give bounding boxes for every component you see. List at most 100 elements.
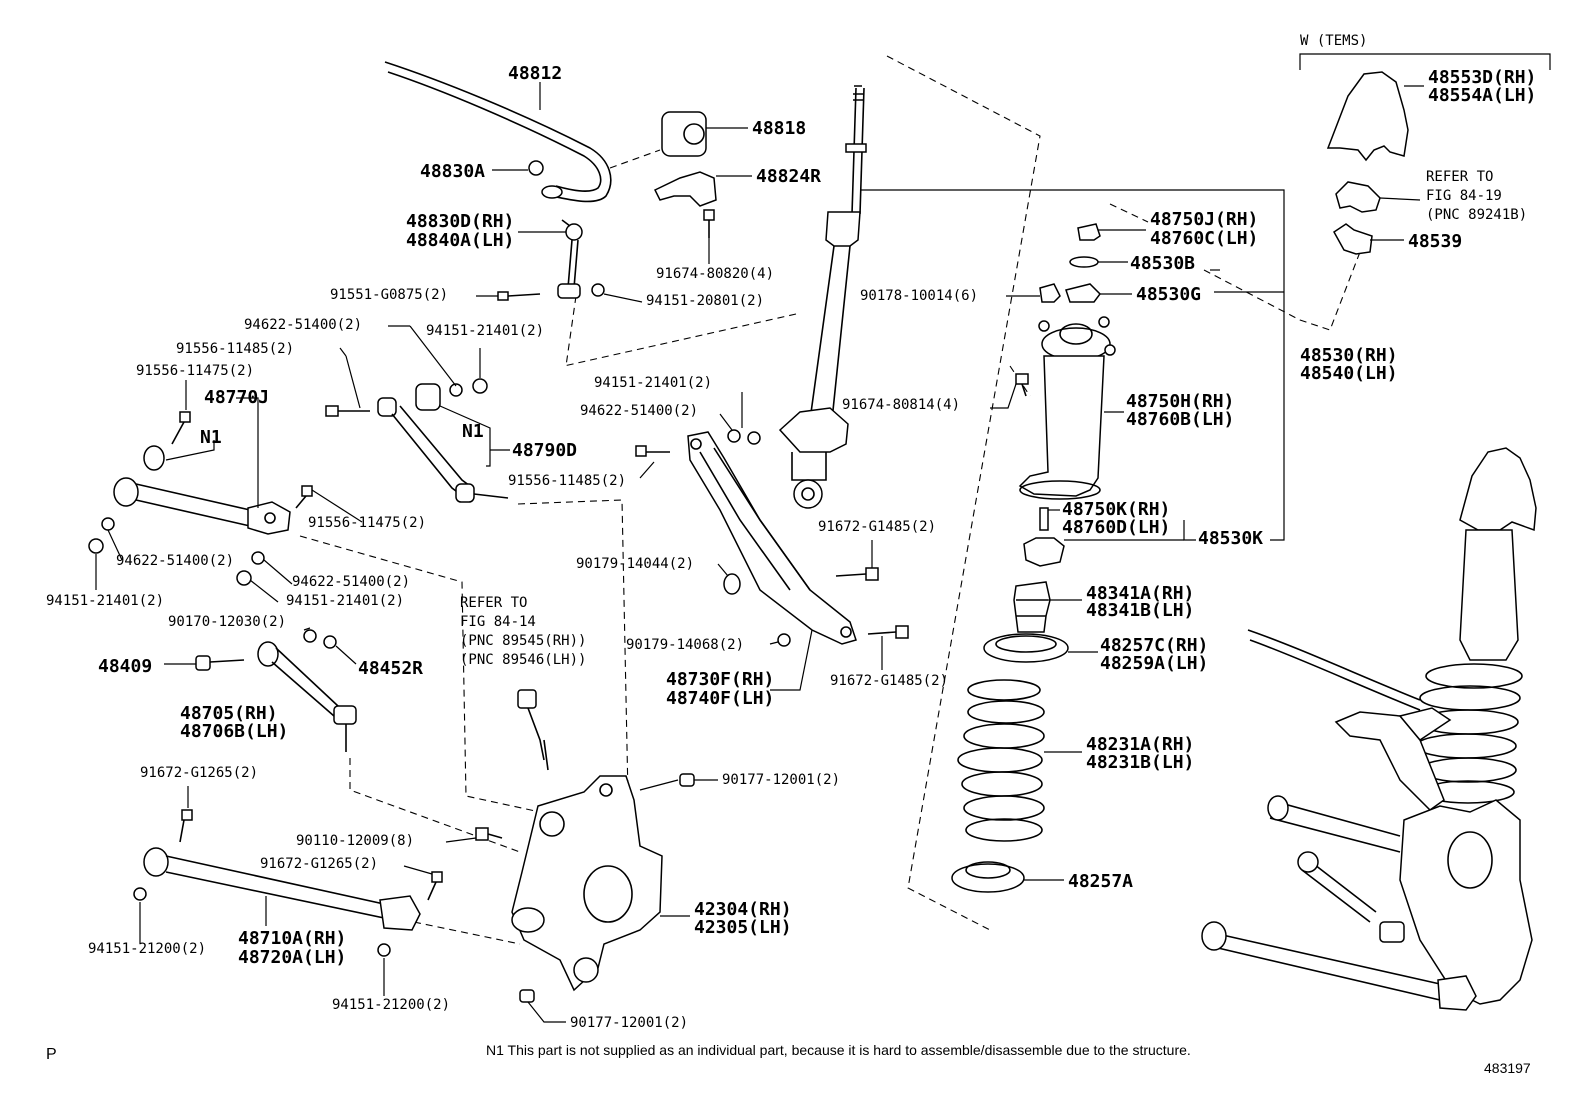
part-94622-51400[interactable]: 94622-51400(2) [580, 403, 699, 419]
refer-fig-84-14-line2[interactable]: FIG 84-14 [460, 614, 536, 630]
part-48530[interactable]: 48530(RH) [1300, 345, 1398, 366]
note-n1-marker: N1 [200, 427, 222, 448]
bolt-shape [703, 209, 715, 264]
part-94622-51400[interactable]: 94622-51400(2) [116, 553, 235, 569]
part-90110-12009[interactable]: 90110-12009(8) [296, 833, 415, 849]
part-42305[interactable]: 42305(LH) [694, 917, 792, 938]
part-48257C[interactable]: 48257C(RH) [1100, 635, 1209, 656]
part-91672-G1485[interactable]: 91672-G1485(2) [818, 519, 937, 535]
part-94151-21200[interactable]: 94151-21200(2) [332, 997, 451, 1013]
part-90177-12001[interactable]: 90177-12001(2) [570, 1015, 689, 1031]
part-48706B[interactable]: 48706B(LH) [180, 721, 289, 742]
refer-fig-84-14-pnc-lh: (PNC 89546(LH)) [460, 652, 587, 668]
part-48409[interactable]: 48409 [98, 656, 153, 677]
speed-sensor-shape [517, 689, 549, 771]
bolt-shape [476, 291, 541, 301]
refer-fig-84-14-line1: REFER TO [460, 595, 528, 611]
part-90179-14044[interactable]: 90179-14044(2) [576, 556, 695, 572]
part-48730F[interactable]: 48730F(RH) [666, 669, 775, 690]
variant-label: W (TEMS) [1300, 33, 1368, 49]
part-42304[interactable]: 42304(RH) [694, 899, 792, 920]
part-48840A[interactable]: 48840A(LH) [406, 230, 515, 251]
coil-spring [957, 679, 1045, 842]
shock-absorber-shape [778, 85, 1285, 541]
tems-cover-shape [1299, 53, 1551, 255]
part-94622-51400[interactable]: 94622-51400(2) [292, 574, 411, 590]
drawing-number: 483197 [1484, 1060, 1531, 1076]
lower-arm-48710A-shape [133, 786, 443, 996]
bracket-shape [653, 171, 752, 207]
lower-arm-48730F-shape [635, 392, 909, 691]
refer-fig-84-19-line1: REFER TO [1426, 169, 1494, 185]
part-48750J[interactable]: 48750J(RH) [1150, 209, 1259, 230]
part-48231B[interactable]: 48231B(LH) [1086, 752, 1195, 773]
part-48720A[interactable]: 48720A(LH) [238, 947, 347, 968]
part-90170-12030[interactable]: 90170-12030(2) [168, 614, 287, 630]
part-94151-21401[interactable]: 94151-21401(2) [46, 593, 165, 609]
part-94151-21401[interactable]: 94151-21401(2) [594, 375, 713, 391]
part-91672-G1485[interactable]: 91672-G1485(2) [830, 673, 949, 689]
part-48824R[interactable]: 48824R [756, 166, 822, 187]
part-48818[interactable]: 48818 [752, 118, 807, 139]
part-48705[interactable]: 48705(RH) [180, 703, 278, 724]
part-48231A[interactable]: 48231A(RH) [1086, 734, 1195, 755]
lower-arm-48705-shape [164, 627, 357, 752]
part-48530B[interactable]: 48530B [1130, 253, 1196, 274]
part-48770J[interactable]: 48770J [204, 387, 270, 408]
part-48760C[interactable]: 48760C(LH) [1150, 228, 1259, 249]
part-94151-21200[interactable]: 94151-21200(2) [88, 941, 207, 957]
part-91551-G0875[interactable]: 91551-G0875(2) [330, 287, 449, 303]
part-91556-11475[interactable]: 91556-11475(2) [136, 363, 255, 379]
assembled-view-shape [1201, 447, 1537, 1011]
bushing-shape [661, 111, 748, 157]
part-91556-11475[interactable]: 91556-11475(2) [308, 515, 427, 531]
part-91674-80820[interactable]: 91674-80820(4) [656, 266, 775, 282]
part-48530K[interactable]: 48530K [1198, 528, 1264, 549]
part-48790D[interactable]: 48790D [512, 440, 578, 461]
refer-fig-84-19-line2[interactable]: FIG 84-19 [1426, 188, 1502, 204]
part-48710A[interactable]: 48710A(RH) [238, 928, 347, 949]
nut-shape [492, 160, 544, 176]
part-90179-14068[interactable]: 90179-14068(2) [626, 637, 745, 653]
stabilizer-link-shape [518, 219, 583, 299]
part-48257A[interactable]: 48257A [1068, 871, 1134, 892]
part-91556-11485[interactable]: 91556-11485(2) [508, 473, 627, 489]
upper-arm-48770J-shape [113, 380, 291, 535]
part-48760D[interactable]: 48760D(LH) [1062, 517, 1171, 538]
part-94151-21401[interactable]: 94151-21401(2) [286, 593, 405, 609]
part-48530G[interactable]: 48530G [1136, 284, 1202, 305]
part-48539[interactable]: 48539 [1408, 231, 1463, 252]
part-48750K[interactable]: 48750K(RH) [1062, 499, 1171, 520]
part-48259A[interactable]: 48259A(LH) [1100, 653, 1209, 674]
part-48553D[interactable]: 48553D(RH) [1428, 67, 1537, 88]
part-90178-10014[interactable]: 90178-10014(6) [860, 288, 979, 304]
upper-arm-48790D-shape [325, 325, 509, 503]
part-48341B[interactable]: 48341B(LH) [1086, 600, 1195, 621]
corner-code: P [46, 1046, 57, 1063]
part-94151-20801[interactable]: 94151-20801(2) [646, 293, 765, 309]
part-48452R[interactable]: 48452R [358, 658, 424, 679]
part-94622-51400[interactable]: 94622-51400(2) [244, 317, 363, 333]
refer-fig-84-14-pnc-rh: (PNC 89545(RH)) [460, 633, 587, 649]
part-48830A[interactable]: 48830A [420, 161, 486, 182]
part-90177-12001[interactable]: 90177-12001(2) [722, 772, 841, 788]
part-48760B[interactable]: 48760B(LH) [1126, 409, 1235, 430]
part-91556-11485[interactable]: 91556-11485(2) [176, 341, 295, 357]
part-91674-80814[interactable]: 91674-80814(4) [842, 397, 961, 413]
part-48812[interactable]: 48812 [508, 63, 563, 84]
part-91672-G1265[interactable]: 91672-G1265(2) [260, 856, 379, 872]
nut-shape [591, 283, 643, 303]
stabilizer-bar-shape [384, 61, 612, 203]
refer-fig-84-19-pnc: (PNC 89241B) [1426, 207, 1528, 223]
part-48830D[interactable]: 48830D(RH) [406, 211, 515, 232]
part-48540[interactable]: 48540(LH) [1300, 363, 1398, 384]
part-91672-G1265[interactable]: 91672-G1265(2) [140, 765, 259, 781]
strut-stack-shape [951, 223, 1284, 893]
part-48554A[interactable]: 48554A(LH) [1428, 85, 1537, 106]
part-48740F[interactable]: 48740F(LH) [666, 688, 775, 709]
part-48750H[interactable]: 48750H(RH) [1126, 391, 1235, 412]
part-48341A[interactable]: 48341A(RH) [1086, 583, 1195, 604]
part-94151-21401[interactable]: 94151-21401(2) [426, 323, 545, 339]
